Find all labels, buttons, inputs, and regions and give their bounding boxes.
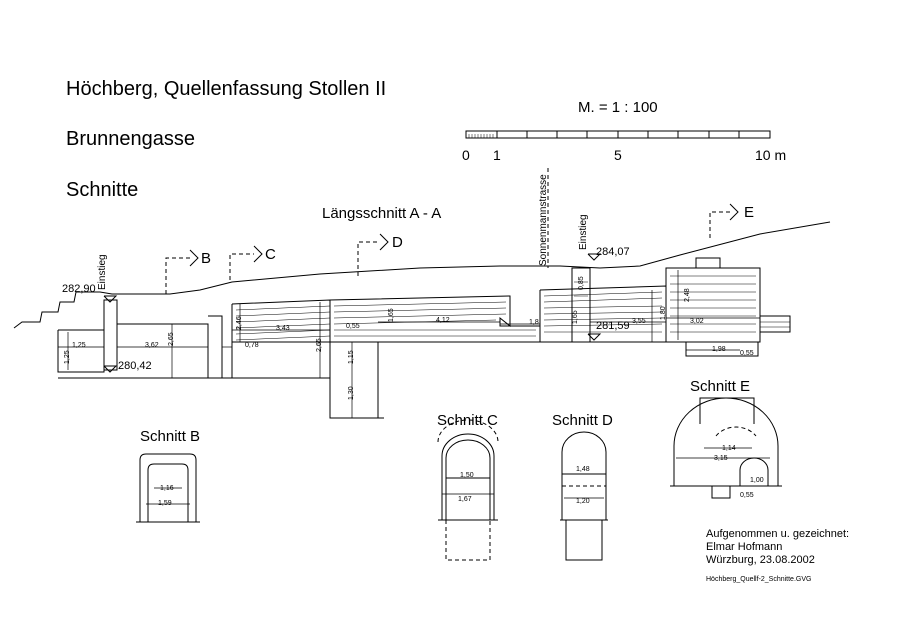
- dim-label-vertical: 1,15: [348, 350, 355, 364]
- dim-label-vertical: 1,65: [388, 308, 395, 322]
- section-marker-b: B: [201, 250, 212, 267]
- schnitt-d-drawing: [560, 431, 608, 561]
- schnitt-b-title: Schnitt B: [140, 428, 201, 445]
- file-name: Höchberg_Quellf-2_Schnitte.GVG: [706, 576, 812, 583]
- gallery-d: [329, 295, 541, 419]
- section-marker-c: C: [265, 246, 276, 263]
- dim-label-vertical: 1,25: [64, 350, 71, 364]
- scale-tick-5: 5: [614, 147, 622, 163]
- elevation-left-bottom: 280,42: [118, 360, 152, 372]
- dim-label: 0,78: [245, 342, 259, 349]
- dim-label: 3,55: [632, 318, 646, 325]
- section-markers: [165, 168, 730, 294]
- credit-line-2: Elmar Hofmann: [706, 541, 783, 553]
- dim-label-vertical: 1,65: [572, 310, 579, 324]
- dim-label: 3,62: [145, 342, 159, 349]
- schnitt-e-title: Schnitt E: [690, 378, 751, 395]
- schnitt-e-width-1: 1,14: [722, 445, 736, 452]
- dim-label-vertical: 2,65: [316, 338, 323, 352]
- schnitt-d-width-outer: 1,20: [576, 498, 590, 505]
- entrance-right-label: Einstieg: [578, 214, 589, 250]
- scale-tick-1: 1: [493, 147, 501, 163]
- elevation-left-top: 282,90: [62, 283, 96, 295]
- terrain-line: [13, 221, 831, 329]
- schnitt-d-width-inner: 1,48: [576, 466, 590, 473]
- dim-label: 3,02: [690, 318, 704, 325]
- section-marker-e: E: [744, 204, 755, 221]
- schnitt-d-title: Schnitt D: [552, 412, 613, 429]
- section-arrows: [189, 203, 739, 267]
- street-name: Brunnengasse: [66, 128, 195, 150]
- entrance-left-label: Einstieg: [97, 254, 108, 290]
- dim-label: 1,25: [72, 342, 86, 349]
- schnitt-c-width-outer: 1,67: [458, 496, 472, 503]
- section-marker-d: D: [392, 234, 403, 251]
- dim-label-vertical: 0,85: [578, 276, 585, 290]
- elevation-right-top: 284,07: [596, 246, 630, 258]
- schnitt-c-title: Schnitt C: [437, 412, 498, 429]
- sections-heading: Schnitte: [66, 179, 139, 201]
- dim-label-vertical: 2,46: [236, 316, 243, 330]
- elevation-markers: [103, 253, 602, 373]
- schnitt-b-drawing: [136, 453, 200, 523]
- dim-label-vertical: 1,80: [660, 306, 667, 320]
- dimension-lines: [58, 270, 760, 418]
- longitudinal-section-label: Längsschnitt A - A: [322, 205, 442, 222]
- dim-label-vertical: 1,30: [348, 386, 355, 400]
- schnitt-b-width-outer: 1,59: [158, 500, 172, 507]
- schnitt-c-drawing: [437, 419, 499, 561]
- schnitt-e-width-3: 1,00: [750, 477, 764, 484]
- schnitt-e-width-4: 0,55: [740, 492, 754, 499]
- chamber: [665, 257, 791, 357]
- schnitt-b-width-inner: 1,16: [160, 485, 174, 492]
- dim-label-vertical: 2,48: [684, 288, 691, 302]
- dim-label: 0,55: [346, 323, 360, 330]
- credit-line-1: Aufgenommen u. gezeichnet:: [706, 528, 850, 540]
- dim-label: 0,55: [740, 350, 754, 357]
- street-label-vertical: Sonnenmannstrasse: [538, 174, 549, 266]
- scale-tick-0: 0: [462, 147, 470, 163]
- schnitt-c-width-inner: 1,50: [460, 472, 474, 479]
- credit-line-3: Würzburg, 23.08.2002: [706, 554, 815, 566]
- scale-bar: [465, 130, 771, 139]
- left-entrance-shaft: [103, 299, 118, 371]
- dim-label-vertical: 2,65: [168, 332, 175, 346]
- credit-block: Aufgenommen u. gezeichnet: Elmar Hofmann…: [706, 528, 886, 567]
- dim-label: 1,8: [529, 319, 539, 326]
- elevation-right-bottom: 281,59: [596, 320, 630, 332]
- schnitt-e-drawing: [670, 397, 782, 499]
- schnitt-e-width-2: 3,15: [714, 455, 728, 462]
- dim-label: 4,12: [436, 317, 450, 324]
- dim-label: 3,43: [276, 325, 290, 332]
- page-title: Höchberg, Quellenfassung Stollen II: [66, 78, 387, 100]
- dim-label: 1,98: [712, 346, 726, 353]
- scale-label: M. = 1 : 100: [578, 99, 658, 116]
- scale-tick-10: 10 m: [755, 147, 787, 163]
